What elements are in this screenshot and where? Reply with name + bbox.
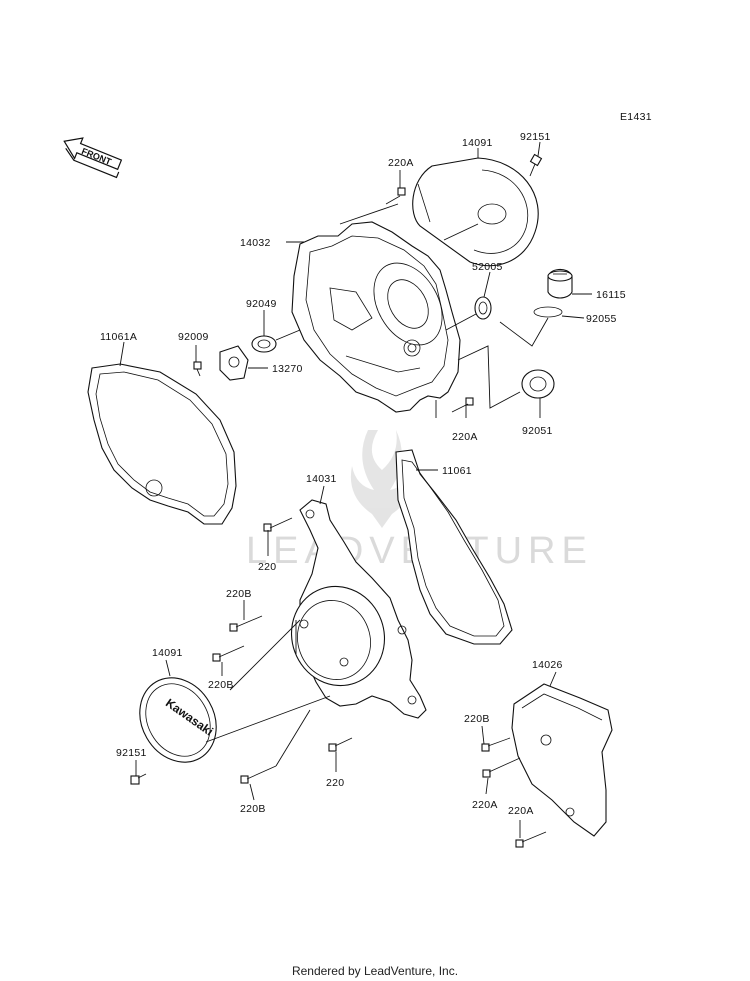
callout-220B-2: 220B: [208, 679, 234, 691]
callout-14031: 14031: [306, 473, 337, 485]
callout-14026: 14026: [532, 659, 563, 671]
callout-220B-3: 220B: [240, 803, 266, 815]
part-92151-bolt-top[interactable]: [529, 153, 543, 177]
callout-14091-bottom: 14091: [152, 647, 183, 659]
callout-220A-r2: 220A: [508, 805, 534, 817]
part-220-bolt-lower[interactable]: [328, 737, 353, 752]
part-lower-cover-body[interactable]: [278, 573, 399, 698]
callout-13270: 13270: [272, 363, 303, 375]
callout-220B-4: 220B: [464, 713, 490, 725]
part-16115-filler-cap[interactable]: [547, 268, 573, 299]
part-14091-cover-top[interactable]: [412, 157, 539, 267]
part-92151-bolt-bottom[interactable]: [130, 773, 147, 785]
part-52005-seal[interactable]: [474, 296, 492, 320]
callout-92051: 92051: [522, 425, 553, 437]
part-220A-bolt-mid[interactable]: [451, 397, 474, 413]
part-220A-bolt-r1[interactable]: [482, 757, 521, 778]
part-220B-bolt-2[interactable]: [212, 645, 245, 662]
part-92055-o-ring[interactable]: [533, 306, 563, 318]
part-92009-screw[interactable]: [193, 361, 202, 377]
part-220A-bolt-top[interactable]: [385, 187, 406, 205]
part-220B-bolt-4[interactable]: [481, 737, 511, 752]
part-220A-bolt-r2[interactable]: [515, 831, 547, 848]
callout-220-upper: 220: [258, 561, 276, 573]
footer-credit: Rendered by LeadVenture, Inc.: [292, 964, 458, 978]
callout-14091-top: 14091: [462, 137, 493, 149]
callouts: 14091 92151 220A 14032 52005 16115 92049…: [100, 131, 626, 817]
callout-52005: 52005: [472, 261, 503, 273]
callout-92009: 92009: [178, 331, 209, 343]
part-220-bolt-upper[interactable]: [263, 517, 293, 532]
front-arrow-icon: FRONT: [63, 137, 123, 179]
part-220B-bolt-1[interactable]: [229, 615, 263, 632]
part-92049-seal[interactable]: [251, 335, 277, 353]
part-13270-plate[interactable]: [219, 345, 249, 381]
callout-220A-r1: 220A: [472, 799, 498, 811]
callout-92049: 92049: [246, 298, 277, 310]
part-11061-gasket[interactable]: [395, 449, 513, 645]
part-11061A-gasket[interactable]: [87, 363, 237, 525]
callout-220B-1: 220B: [226, 588, 252, 600]
part-14032-cover-main[interactable]: [291, 221, 461, 413]
part-92051-bearing[interactable]: [521, 369, 555, 399]
callout-220A-top: 220A: [388, 157, 414, 169]
callout-92151-bottom: 92151: [116, 747, 147, 759]
callout-92055: 92055: [586, 313, 617, 325]
diagram-code: E1431: [620, 111, 652, 123]
front-label: FRONT: [80, 146, 113, 167]
callout-220A-mid: 220A: [452, 431, 478, 443]
part-220B-bolt-3[interactable]: [240, 765, 277, 784]
callout-16115: 16115: [596, 289, 626, 301]
callout-92151-top: 92151: [520, 131, 551, 143]
callout-11061: 11061: [442, 465, 472, 477]
callout-220-lower: 220: [326, 777, 344, 789]
part-14026-sprocket-cover[interactable]: [511, 683, 613, 837]
callout-11061A: 11061A: [100, 331, 137, 343]
part-14091-cover-bottom[interactable]: Kawasaki: [125, 664, 231, 776]
callout-14032: 14032: [240, 237, 271, 249]
